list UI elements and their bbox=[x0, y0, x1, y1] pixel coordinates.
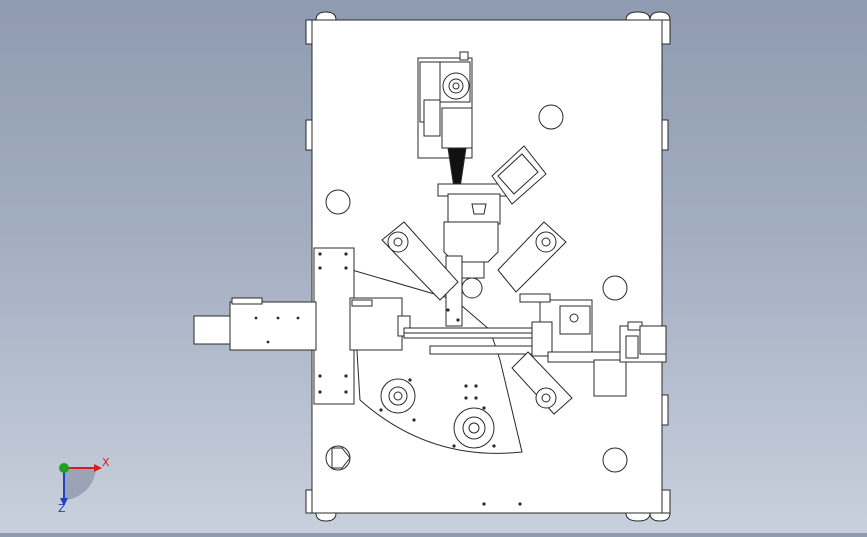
axis-z-label: Z bbox=[58, 502, 66, 515]
rotary-stations bbox=[380, 231, 557, 449]
corner-bracket bbox=[331, 447, 351, 469]
bolt-holes bbox=[254, 252, 522, 506]
right-actuator bbox=[519, 293, 667, 397]
coordinate-triad[interactable] bbox=[59, 463, 102, 506]
tilted-gripper-arm bbox=[447, 145, 547, 225]
left-clamp-block bbox=[193, 247, 411, 405]
vertical-drive-unit bbox=[417, 51, 509, 197]
axis-x-label: X bbox=[102, 456, 110, 469]
